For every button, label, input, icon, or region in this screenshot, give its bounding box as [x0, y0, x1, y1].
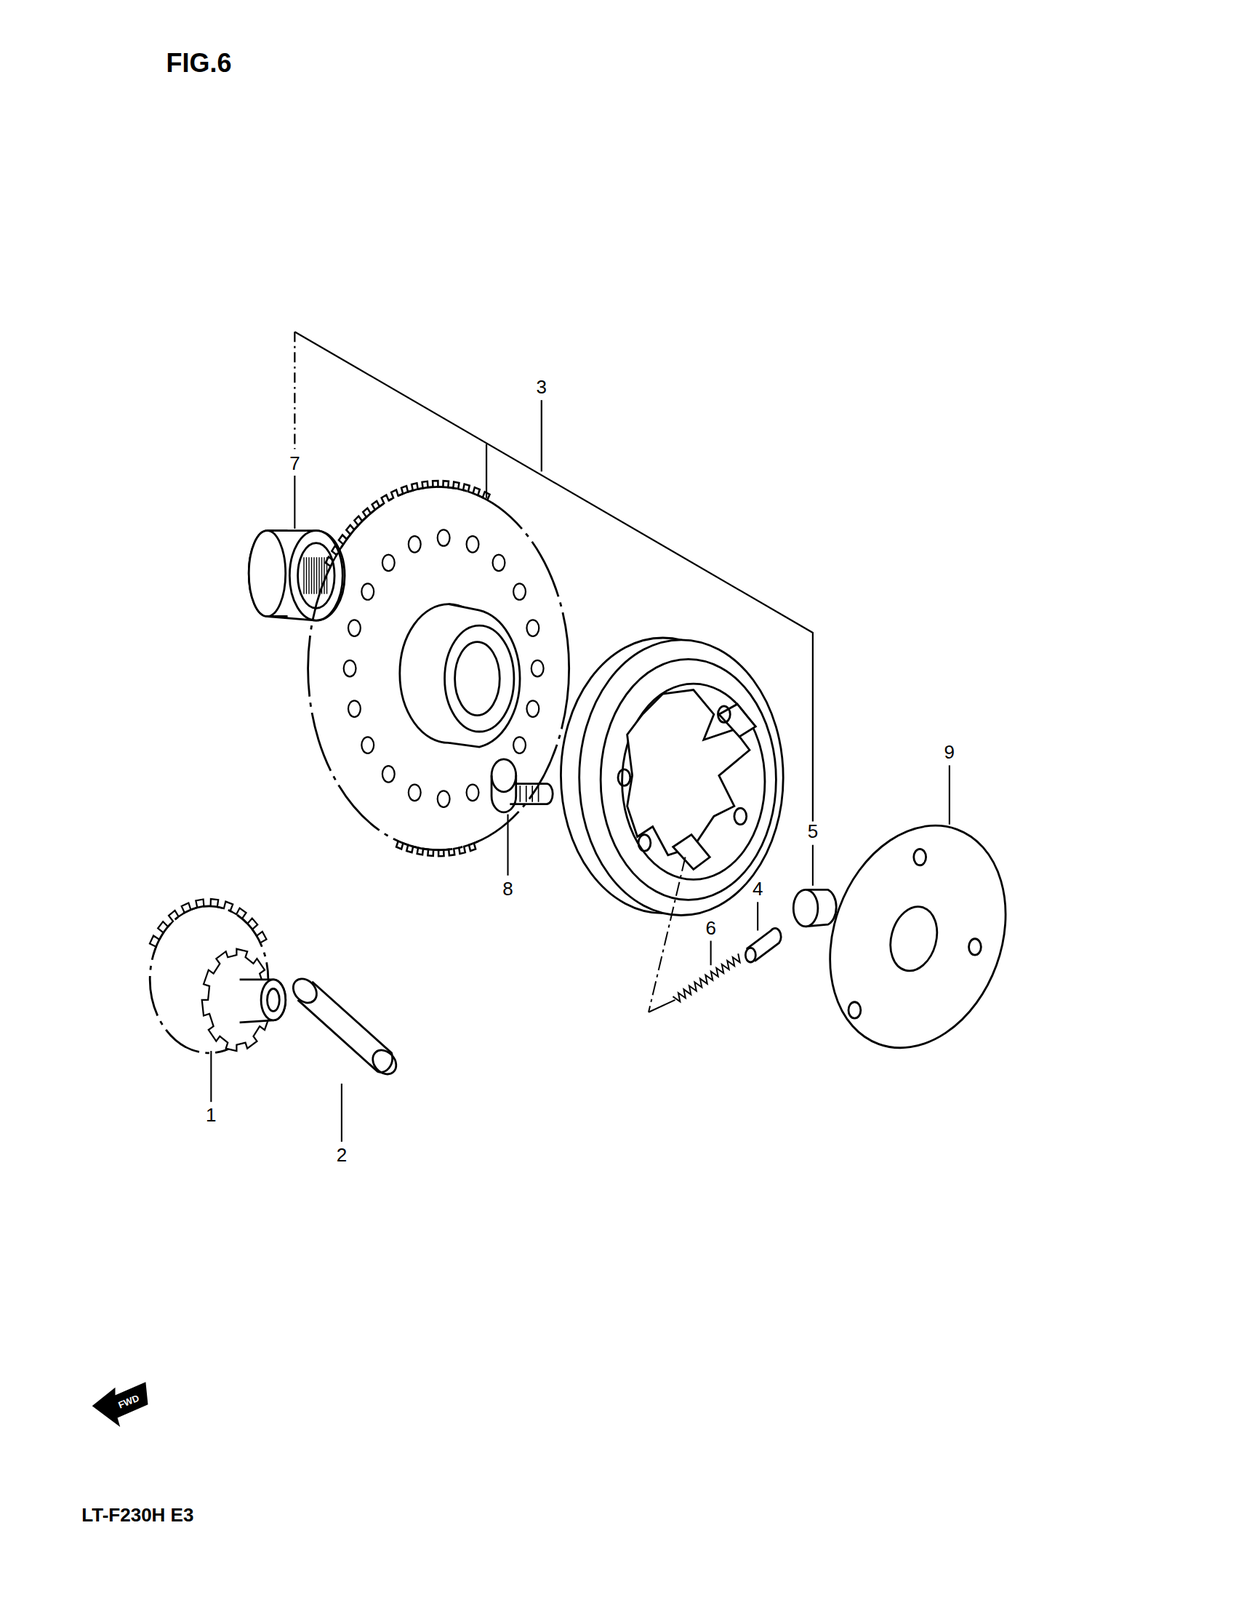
shaft: [288, 973, 402, 1079]
bracket-line: [293, 331, 296, 449]
roller: [793, 889, 837, 926]
callout-number: 8: [502, 879, 513, 898]
leader-line: [540, 399, 543, 472]
leader-line: [210, 475, 950, 1142]
callout-number: 4: [752, 879, 763, 898]
one-way-clutch: [560, 637, 784, 1013]
roller-pin: [745, 927, 781, 962]
callout-number: 6: [705, 918, 716, 938]
washer-plate: [800, 800, 1037, 1073]
idle-gear: [149, 898, 286, 1053]
bolt: [491, 759, 553, 813]
leader-line: [485, 443, 488, 498]
callout-number: 5: [807, 821, 818, 841]
callout-number: 3: [536, 377, 547, 397]
needle-bearing: [248, 530, 345, 621]
callout-number: 2: [336, 1145, 347, 1165]
fwd-arrow: [93, 1382, 147, 1424]
callout-number: 9: [944, 742, 955, 762]
spring: [672, 953, 740, 1002]
figure-title: FIG.6: [165, 50, 232, 77]
starter-driven-gear: [308, 480, 570, 856]
model-code: LT-F230H E3: [81, 1505, 194, 1524]
callout-number: 7: [289, 453, 300, 473]
callout-number: 1: [205, 1105, 216, 1125]
